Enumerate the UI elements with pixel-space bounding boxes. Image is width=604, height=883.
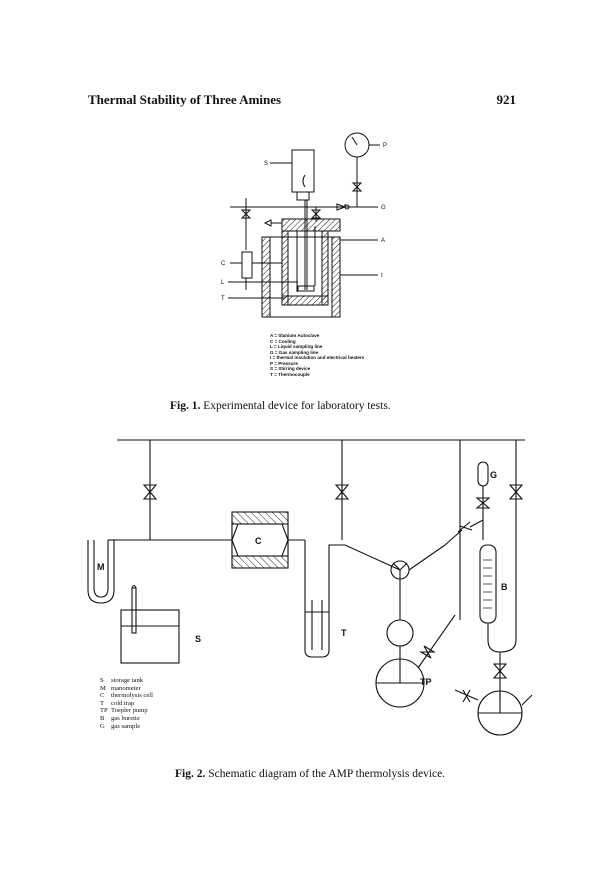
legend-item: C = Cooling: [270, 338, 296, 344]
legend-item: G = Gas sampling line: [270, 349, 319, 355]
legend-item: I = thermal insulation and electrical he…: [270, 355, 365, 360]
figure1-diagram: [228, 132, 380, 318]
fig2-label-t: T: [341, 628, 347, 638]
legend-item: S = Stirring device: [270, 366, 311, 371]
fig1-label-l: L: [221, 280, 225, 286]
fig2-valve-3: [508, 484, 524, 500]
fig2-valve-1: [142, 484, 158, 500]
fig2-label-b: B: [501, 582, 508, 592]
fig2-label-g: G: [490, 470, 497, 480]
fig2-label-c: C: [255, 536, 262, 546]
fig1-label-c: C: [221, 261, 226, 267]
figure2-labels: M C S T TP B G: [97, 470, 508, 687]
figure1-caption: Fig. 1. Experimental device for laborato…: [170, 400, 391, 412]
page-number: 921: [496, 92, 517, 107]
figure1-legend: A = titanium Autoclave C = Cooling L = L…: [270, 333, 364, 377]
legend-item: P = Pressure: [270, 360, 298, 366]
fig1-label-s: S: [264, 161, 268, 167]
figure1-labels: S P G A C L I T: [221, 143, 387, 302]
page-header: Thermal Stability of Three Amines 921: [88, 92, 516, 110]
legend-item: A = titanium Autoclave: [270, 333, 320, 338]
fig2-label-s: S: [195, 634, 201, 644]
figure2-caption-label: Fig. 2.: [175, 768, 206, 780]
fig1-label-g: G: [381, 205, 386, 211]
legend-item: T = Thermocouple: [270, 371, 310, 377]
fig2-valve-2: [334, 484, 350, 500]
figure1-caption-text: Experimental device for laboratory tests…: [203, 400, 391, 412]
pressure-valve: [351, 182, 363, 192]
fig2-label-tp: TP: [420, 677, 432, 687]
fig1-label-a: A: [381, 238, 385, 244]
figure2-caption-text: Schematic diagram of the AMP thermolysis…: [208, 768, 446, 780]
figure2-caption: Fig. 2. Schematic diagram of the AMP the…: [175, 768, 445, 780]
figure1-caption-label: Fig. 1.: [170, 400, 201, 412]
legend-item: L = Liquid sampling line: [270, 344, 323, 349]
fig1-label-i: I: [381, 273, 383, 279]
running-title: Thermal Stability of Three Amines: [88, 92, 282, 107]
fig1-label-p: P: [383, 143, 387, 149]
figure2-diagram: [87, 439, 533, 736]
fig2-label-m: M: [97, 562, 105, 572]
fig1-label-t: T: [221, 296, 225, 302]
